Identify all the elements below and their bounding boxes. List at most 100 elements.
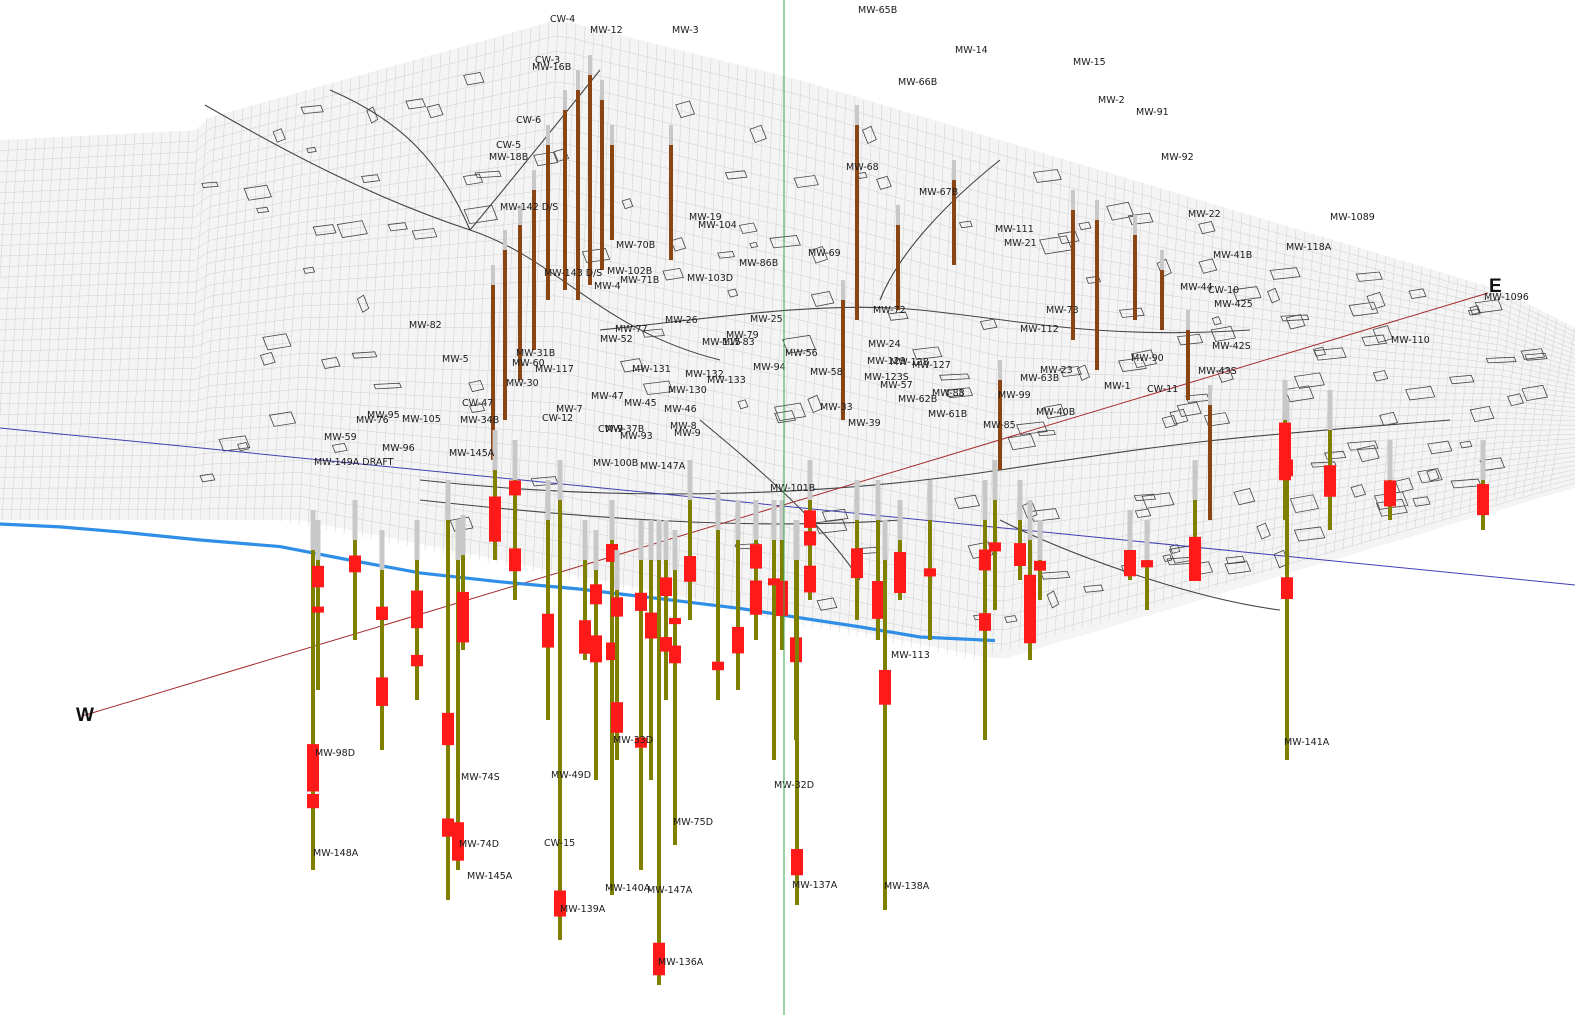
well-label: MW-82 [409, 320, 442, 331]
well-label: MW-118A [1286, 242, 1332, 253]
lithology-column-14 [1071, 210, 1075, 340]
well-label: MW-145A [467, 871, 513, 882]
well-casing-36 [993, 500, 997, 610]
screened-interval-20-0 [669, 645, 681, 664]
screened-interval-4-2 [411, 604, 423, 629]
well-label: MW-138A [884, 881, 930, 892]
well-label: MW-140A [605, 883, 651, 894]
lithology-column-16 [1133, 235, 1137, 320]
well-upper-17 [648, 520, 654, 560]
column-top-15 [1095, 200, 1099, 220]
well-upper-40 [1127, 510, 1133, 550]
well-casing-3 [380, 570, 384, 750]
well-label: MW-30 [506, 378, 539, 389]
well-label: MW-46 [664, 404, 697, 415]
lithology-column-15 [1095, 220, 1099, 370]
screened-interval-29-0 [804, 565, 816, 593]
well-label: MW-67B [919, 187, 958, 198]
well-label: MW-93 [620, 431, 653, 442]
column-top-9 [503, 230, 507, 250]
well-casing-17 [649, 560, 653, 780]
well-upper-30 [854, 480, 860, 520]
direction-labels: W E [76, 276, 1502, 726]
well-upper-0 [310, 510, 316, 550]
screened-interval-39-1 [1034, 560, 1046, 570]
screened-interval-46-2 [1477, 488, 1489, 516]
well-upper-6 [455, 520, 461, 560]
column-top-6 [669, 125, 673, 145]
screened-interval-24-2 [750, 551, 762, 569]
column-top-13 [952, 160, 956, 180]
well-label: MW-22 [1188, 209, 1221, 220]
well-upper-34 [927, 480, 933, 520]
well-label: MW-72 [873, 305, 906, 316]
screened-interval-6-1 [452, 822, 464, 836]
well-label: MW-1089 [1330, 212, 1375, 223]
well-label: MW-56 [785, 348, 818, 359]
screened-interval-15-1 [611, 597, 623, 617]
well-casing-43 [1285, 440, 1289, 760]
well-upper-13 [593, 530, 599, 570]
well-casing-25 [772, 540, 776, 760]
column-top-21 [1208, 385, 1212, 405]
well-label: MW-66B [898, 77, 937, 88]
well-casing-22 [716, 530, 720, 700]
east-direction-label: E [1489, 276, 1502, 297]
well-label: MW-60 [512, 358, 545, 369]
column-top-5 [610, 125, 614, 145]
screened-interval-4-0 [411, 654, 423, 667]
screened-interval-23-0 [732, 626, 744, 654]
well-casing-4 [415, 560, 419, 700]
well-label: MW-110 [1391, 335, 1430, 346]
screened-interval-3-0 [376, 606, 388, 621]
well-label: MW-7 [556, 404, 583, 415]
well-casing-18 [657, 560, 661, 985]
screened-interval-34-1 [924, 570, 936, 577]
well-label: MW-1 [1104, 381, 1131, 392]
well-label: MW-92 [1161, 152, 1194, 163]
screened-interval-11-0 [554, 890, 566, 917]
well-upper-25 [771, 500, 777, 540]
screened-interval-19-0 [660, 577, 672, 597]
well-label: CW-6 [516, 115, 541, 126]
well-upper-45 [1387, 440, 1393, 480]
screened-interval-1-0 [312, 606, 324, 613]
screened-interval-0-2 [307, 793, 319, 809]
screened-interval-24-0 [750, 580, 762, 615]
well-label: MW-102B [607, 266, 652, 277]
well-casing-31 [876, 520, 880, 640]
lithology-column-2 [576, 90, 580, 300]
lithology-column-5 [610, 145, 614, 240]
screened-interval-42-2 [1189, 536, 1201, 560]
well-casing-39 [1038, 560, 1042, 600]
screened-interval-16-0 [635, 737, 647, 748]
well-casing-34 [928, 520, 932, 640]
well-upper-28 [794, 520, 800, 560]
well-label: MW-132 [685, 369, 724, 380]
well-label: MW-139A [560, 904, 606, 915]
screened-interval-17-0 [645, 612, 657, 639]
screened-interval-25-0 [768, 578, 780, 586]
column-top-0 [546, 125, 550, 145]
lithology-column-12 [896, 225, 900, 310]
column-top-2 [576, 70, 580, 90]
road-line-7 [879, 159, 1001, 301]
well-label: MW-52 [600, 334, 633, 345]
screened-interval-13-0 [590, 635, 602, 663]
well-label: MW-14 [955, 45, 988, 56]
well-label: MW-127 [912, 360, 951, 371]
well-label: MW-63B [1020, 373, 1059, 384]
screened-interval-30-0 [851, 548, 863, 579]
well-label: CW-15 [544, 838, 575, 849]
well-label: MW-136A [658, 957, 704, 968]
well-label: MW-137A [792, 880, 838, 891]
screened-interval-20-1 [669, 617, 681, 625]
lithology-column-1 [563, 110, 567, 290]
well-label: MW-68 [846, 162, 879, 173]
well-upper-1 [315, 520, 321, 560]
column-top-7 [532, 170, 536, 190]
well-upper-23 [735, 500, 741, 540]
well-upper-47 [1282, 380, 1288, 420]
